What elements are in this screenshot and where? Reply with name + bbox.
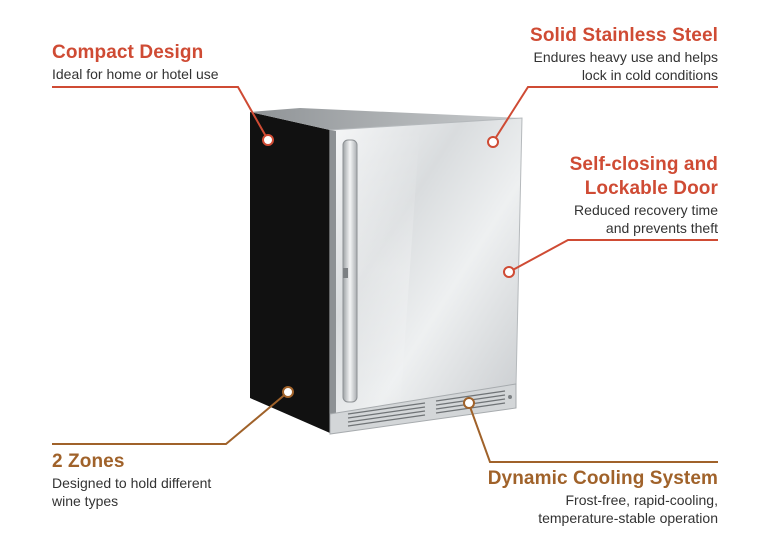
leader-two-zones <box>52 391 289 445</box>
leader-stainless-steel <box>492 86 718 143</box>
compact-design-desc: Ideal for home or hotel use <box>52 66 219 82</box>
callout-two-zones: 2 Zones Designed to hold different wine … <box>52 450 211 510</box>
cabinet-side <box>250 112 330 433</box>
self-closing-door-desc-line-1: Reduced recovery time <box>574 202 718 218</box>
grille-screw <box>508 395 512 399</box>
self-closing-door-desc-line-2: and prevents theft <box>605 220 718 236</box>
marker-compact-design <box>262 134 274 146</box>
leader-compact-design <box>52 86 269 141</box>
leader-dynamic-cooling <box>468 403 718 463</box>
door-edge <box>330 130 336 421</box>
marker-dynamic-cooling <box>463 397 475 409</box>
marker-self-closing-door <box>503 266 515 278</box>
cabinet-top <box>250 108 522 130</box>
self-closing-door-title-line-2: Lockable Door <box>584 178 718 199</box>
two-zones-desc-line-1: Designed to hold different <box>52 475 212 491</box>
callout-compact-design: Compact Design Ideal for home or hotel u… <box>52 41 219 83</box>
leader-self-closing-door <box>508 239 718 273</box>
dynamic-cooling-desc-line-1: Frost-free, rapid-cooling, <box>565 492 718 508</box>
stainless-steel-title: Solid Stainless Steel <box>530 25 718 46</box>
callout-self-closing-door: Self-closing and Lockable Door Reduced r… <box>458 153 718 237</box>
door-brush-sheen <box>350 125 420 415</box>
self-closing-door-title-line-1: Self-closing and <box>569 154 718 175</box>
two-zones-title: 2 Zones <box>52 451 125 472</box>
compact-design-title: Compact Design <box>52 42 204 63</box>
marker-stainless-steel <box>487 136 499 148</box>
stainless-steel-desc-line-2: lock in cold conditions <box>581 67 718 83</box>
dynamic-cooling-title: Dynamic Cooling System <box>487 468 718 489</box>
callout-stainless-steel: Solid Stainless Steel Endures heavy use … <box>458 24 718 84</box>
stainless-steel-desc-line-1: Endures heavy use and helps <box>533 49 718 65</box>
two-zones-desc-line-2: wine types <box>52 493 119 509</box>
handle-lock <box>343 268 348 278</box>
marker-two-zones <box>282 386 294 398</box>
dynamic-cooling-desc-line-2: temperature-stable operation <box>538 510 718 526</box>
callout-dynamic-cooling: Dynamic Cooling System Frost-free, rapid… <box>418 467 718 527</box>
